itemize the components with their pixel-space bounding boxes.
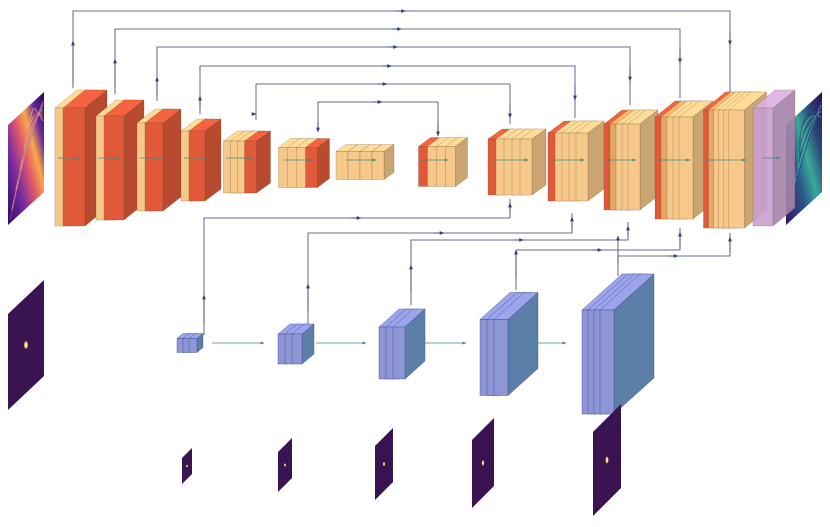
encoder-decoder-block-9 — [487, 128, 547, 196]
kernel-scale-image-1-point-source — [185, 464, 189, 468]
skip-connection-3 — [155, 45, 632, 105]
kernel-line-5 — [617, 233, 731, 276]
encoder-decoder-block-1-slice-2-front — [62, 107, 86, 227]
encoder-decoder-block-11-slice-5-front — [627, 123, 641, 211]
encoder-decoder-block-6-slice-4 — [304, 138, 331, 188]
encoder-decoder-block-5-slice-4-front — [244, 140, 257, 194]
encoder-decoder-block-5-slice-4 — [243, 130, 272, 194]
kernel-scale-image-1 — [182, 448, 192, 484]
skip-line-1 — [72, 10, 731, 92]
skip-connections — [71, 9, 732, 335]
kernel-block-4 — [479, 292, 539, 396]
kernel-block-3-slice-3 — [392, 308, 426, 380]
encoder-decoder-block-12-slice-5-front — [678, 116, 694, 220]
output-layer — [752, 89, 796, 227]
network-blocks — [8, 89, 822, 516]
encoder-decoder-block-4-slice-2-side — [204, 118, 222, 202]
output-streak-7 — [799, 113, 822, 159]
kernel-scale-image-3 — [375, 428, 393, 500]
kernel-line-1 — [203, 199, 511, 335]
encoder-decoder-block-7-slice-3-front — [359, 151, 373, 180]
encoder-decoder-block-3-slice-2-front — [144, 122, 164, 212]
kernel-connection-2 — [306, 213, 574, 324]
kernel-block-1 — [176, 333, 204, 353]
encoder-decoder-block-4-slice-2-front — [188, 130, 206, 202]
kernel-scale-image-5 — [593, 404, 621, 516]
encoder-decoder-block-11-slice-5 — [627, 109, 659, 211]
skip-line-3 — [156, 46, 631, 105]
encoder-decoder-block-7 — [335, 144, 395, 180]
encoder-decoder-block-3 — [136, 108, 182, 212]
encoder-decoder-block-2 — [95, 99, 145, 221]
encoder-decoder-block-7-slice-4 — [371, 144, 395, 180]
kernel-block-2 — [277, 323, 315, 365]
encoder-decoder-block-9-slice-5-front — [519, 138, 533, 196]
encoder-decoder-block-8-slice-4-front — [445, 146, 456, 187]
kernel-block-2-slice-3 — [291, 323, 315, 365]
flow-arrows — [58, 156, 781, 345]
skip-line-5 — [255, 83, 511, 124]
kernel-connection-3 — [409, 222, 630, 305]
encoder-decoder-block-7-slice-2-front — [347, 151, 361, 180]
skip-connection-5 — [255, 82, 512, 124]
kernel-scale-image-2-point-source — [283, 463, 287, 467]
encoder-decoder-block-6 — [277, 138, 331, 188]
encoder-decoder-block-9-slice-5-side — [531, 128, 547, 196]
kernel-block-5-front-4 — [599, 309, 615, 415]
kernel-connection-1 — [202, 199, 512, 335]
kernel-block-3-front-3 — [392, 326, 406, 380]
kernel-block-5-slice-4 — [599, 273, 655, 415]
kernel-block-3 — [378, 308, 426, 380]
kernel-line-4 — [515, 228, 681, 290]
input-streak-8 — [23, 108, 44, 151]
output-layer-front — [752, 107, 774, 227]
kernel-block-5 — [581, 273, 655, 415]
skip-connection-6 — [316, 100, 440, 137]
encoder-decoder-block-8-slice-2-front — [427, 146, 438, 187]
encoder-decoder-block-5-slice-4-side — [256, 130, 271, 194]
kernel-input-image-point-source — [23, 340, 29, 350]
skip-connection-4 — [198, 64, 577, 118]
skip-connection-2 — [113, 27, 682, 98]
kernel-block-2-front-3 — [291, 333, 303, 365]
encoder-decoder-block-2-slice-2-front — [103, 115, 125, 221]
skip-line-6 — [317, 101, 439, 132]
encoder-decoder-block-11 — [603, 109, 659, 211]
encoder-decoder-block-6-slice-4-front — [305, 147, 318, 188]
encoder-decoder-block-8-slice-1-front — [418, 146, 429, 187]
kernel-connection-4 — [514, 228, 682, 290]
kernel-scale-image-4-point-source — [481, 459, 485, 467]
kernel-block-4-front-3 — [493, 319, 509, 396]
encoder-decoder-block-9-slice-5 — [519, 128, 547, 196]
encoder-decoder-block-10-slice-5-front — [575, 132, 589, 202]
encoder-decoder-block-8-slice-3-front — [436, 146, 447, 187]
encoder-decoder-block-7-slice-1-front — [335, 151, 349, 180]
encoder-decoder-block-4 — [180, 118, 222, 202]
encoder-decoder-block-7-slice-4-front — [371, 151, 385, 180]
kernel-block-1-front-3 — [188, 338, 198, 353]
kernel-block-4-slice-3 — [493, 292, 539, 396]
kernel-scale-image-5-point-source — [605, 455, 609, 465]
kernel-scale-image-4 — [472, 418, 494, 508]
kernel-scale-image-3-point-source — [382, 461, 386, 467]
encoder-decoder-block-4-slice-2 — [188, 118, 222, 202]
encoder-decoder-block-8-slice-4 — [444, 137, 469, 187]
kernel-connection-5 — [616, 233, 732, 276]
kernel-block-1-slice-3 — [188, 333, 204, 353]
encoder-decoder-block-13-slice-6-front — [728, 109, 745, 229]
input-field-image — [8, 92, 44, 225]
skip-connection-1 — [71, 9, 732, 92]
encoder-decoder-block-5 — [222, 130, 272, 194]
encoder-decoder-block-3-slice-2-side — [162, 108, 182, 212]
encoder-decoder-block-10-slice-5-side — [587, 120, 605, 202]
encoder-decoder-block-10-slice-5 — [575, 120, 605, 202]
encoder-decoder-block-10 — [547, 120, 605, 202]
kernel-input-image — [8, 280, 44, 410]
encoder-decoder-block-8 — [417, 137, 469, 187]
kernel-scale-image-2 — [278, 438, 292, 492]
encoder-decoder-block-3-slice-2 — [144, 108, 182, 212]
